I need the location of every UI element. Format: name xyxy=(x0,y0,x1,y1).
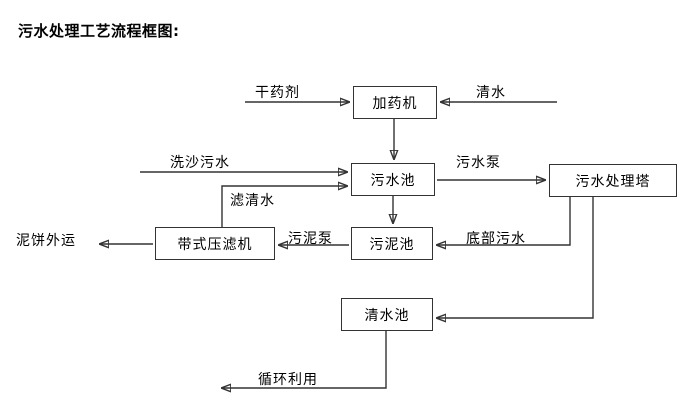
edge-label-sewage-pump: 污水泵 xyxy=(456,155,501,171)
node-sludge-pool-label: 污泥池 xyxy=(369,236,415,253)
edge-label-clean-water: 清水 xyxy=(476,85,506,101)
edge-label-bottom-sewage: 底部污水 xyxy=(466,231,526,247)
node-treatment-tower-label: 污水处理塔 xyxy=(575,173,651,190)
edge-label-dry-agent: 干药剂 xyxy=(255,85,300,101)
node-dosing[interactable]: 加药机 xyxy=(353,86,437,119)
edge-label-recycle: 循环利用 xyxy=(258,372,318,388)
edge-label-sand-wash-sewage: 洗沙污水 xyxy=(170,155,230,171)
node-belt-filter-press[interactable]: 带式压滤机 xyxy=(155,227,275,260)
node-sewage-pool[interactable]: 污水池 xyxy=(351,163,435,196)
node-belt-filter-press-label: 带式压滤机 xyxy=(177,236,253,253)
edge-label-sludge-pump: 污泥泵 xyxy=(288,231,333,247)
node-clear-water-pool-label: 清水池 xyxy=(364,307,410,324)
node-sewage-pool-label: 污水池 xyxy=(370,172,416,189)
terminal-label-mud-cake-transport: 泥饼外运 xyxy=(16,233,76,249)
page-title: 污水处理工艺流程框图: xyxy=(18,22,180,40)
edge-tower-to-clear xyxy=(437,197,594,318)
node-sludge-pool[interactable]: 污泥池 xyxy=(351,227,433,260)
node-clear-water-pool[interactable]: 清水池 xyxy=(341,298,433,331)
node-dosing-label: 加药机 xyxy=(372,95,418,112)
node-treatment-tower[interactable]: 污水处理塔 xyxy=(549,164,677,197)
edge-label-filtrate: 滤清水 xyxy=(230,193,275,209)
